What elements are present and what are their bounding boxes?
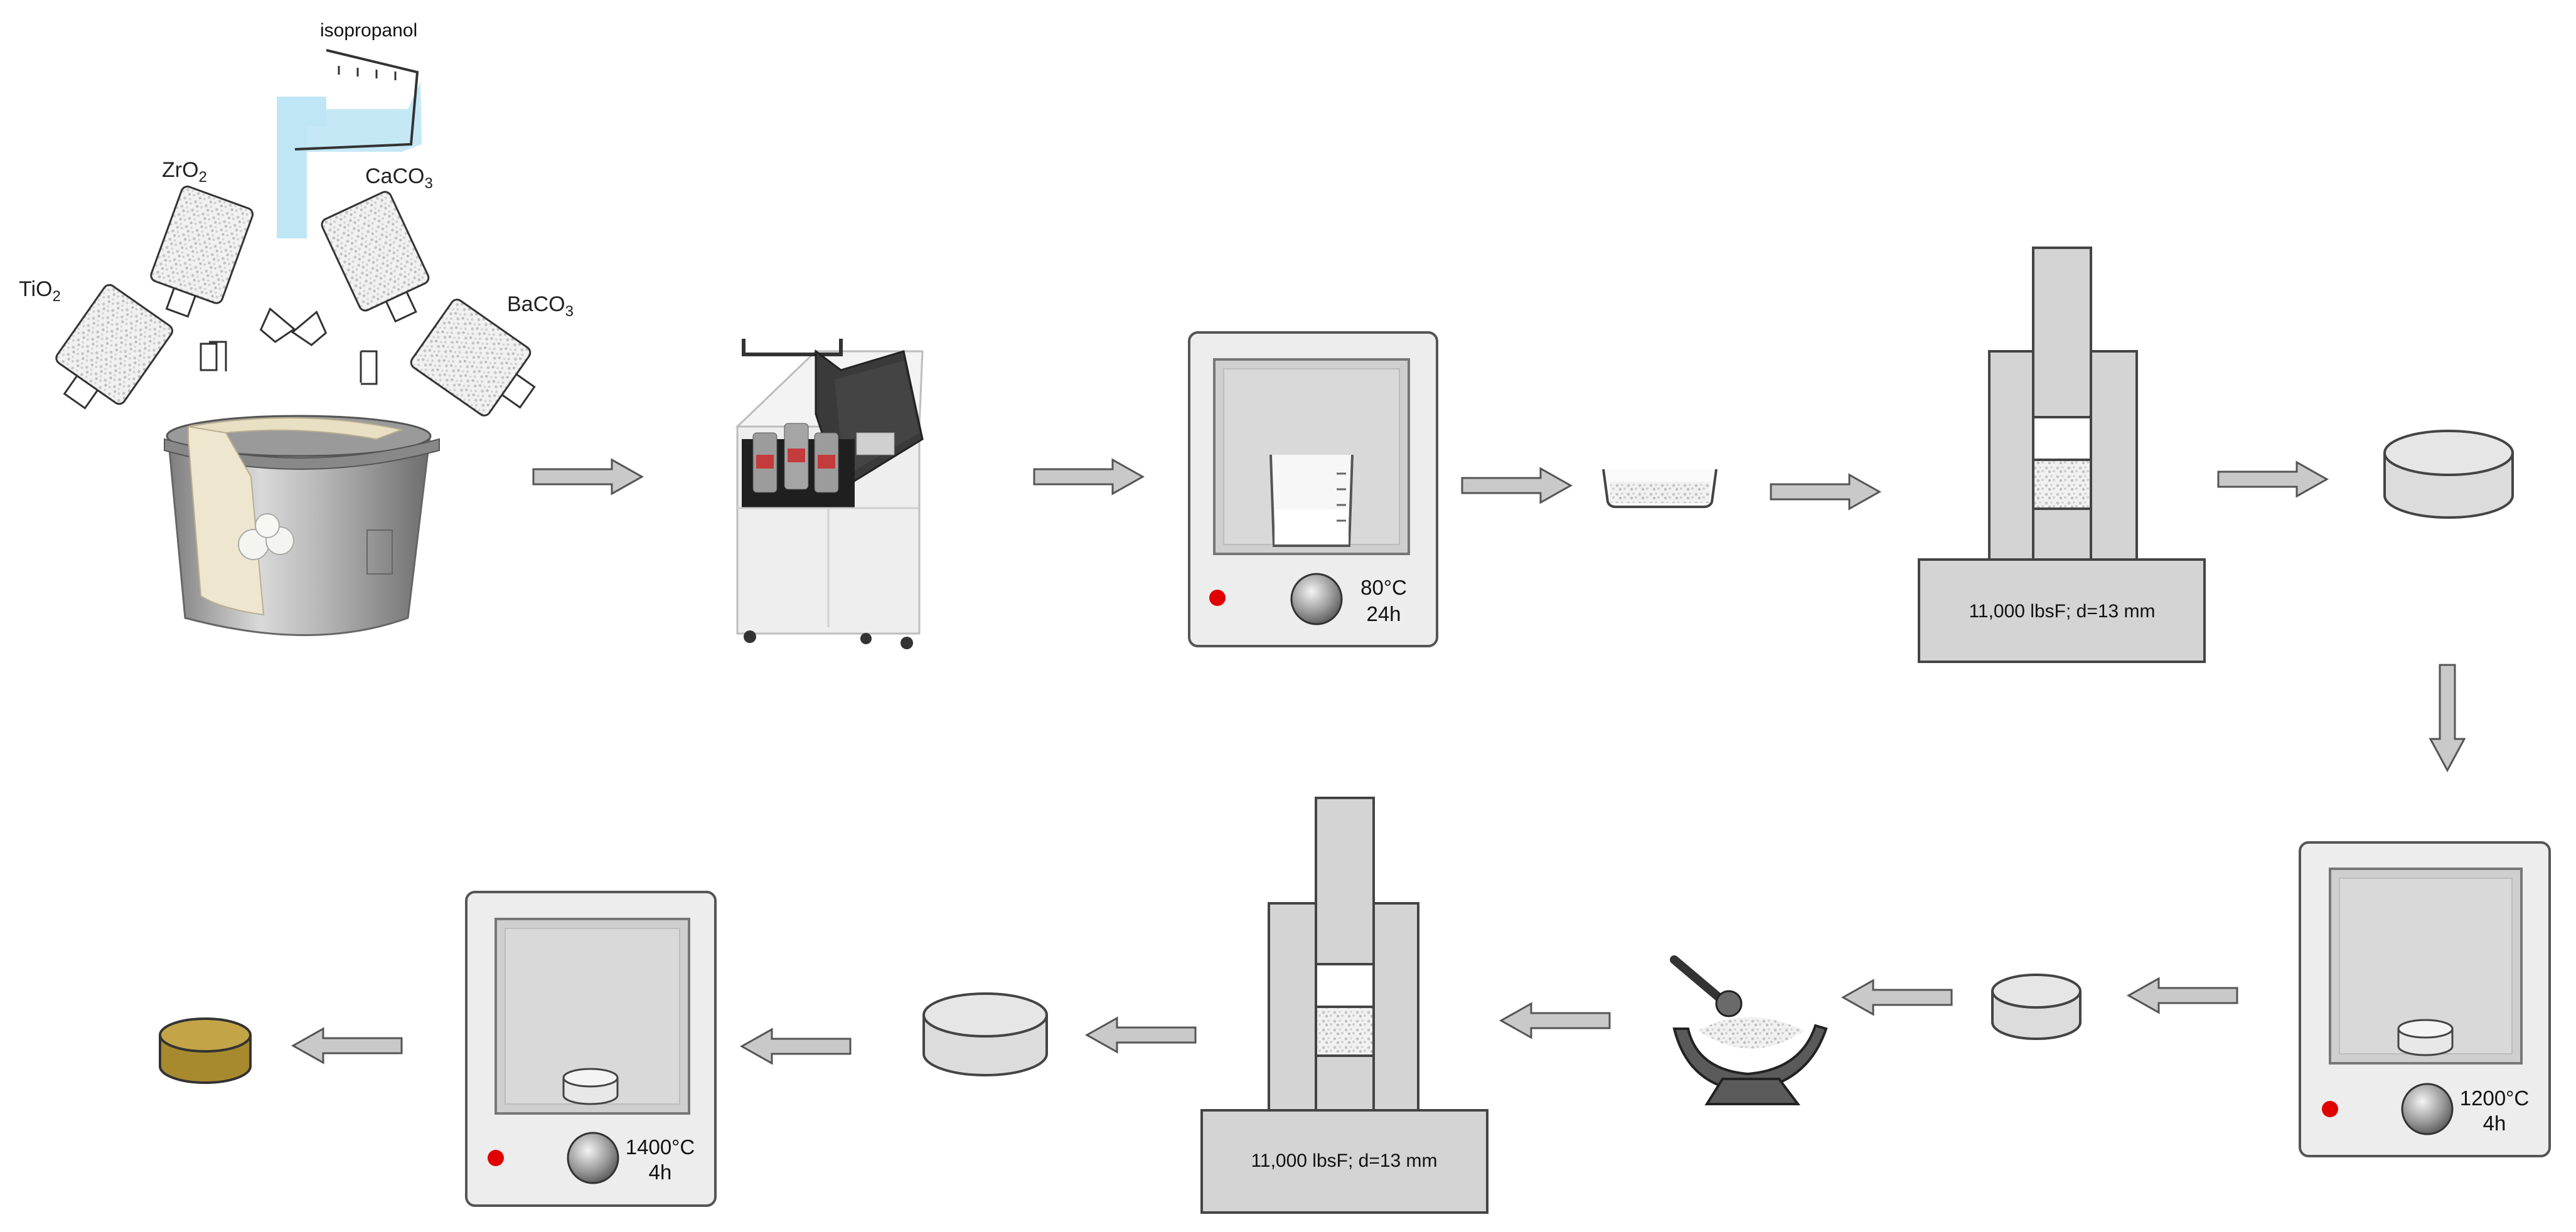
flow-arrow-icon — [1770, 473, 1882, 511]
calcination-oven-icon — [2299, 841, 2551, 1157]
flow-arrow-icon — [291, 1027, 403, 1065]
drying-oven-icon — [1188, 331, 1438, 647]
flow-arrow-icon — [739, 1028, 852, 1065]
dried-powder-dish-icon — [1602, 469, 1718, 508]
knob-icon — [567, 1132, 619, 1184]
baco3-label: BaCO3 — [507, 292, 574, 320]
milling-jar-icon — [164, 415, 440, 636]
zro2-bottle-icon — [150, 185, 296, 343]
caco3-label: CaCO3 — [365, 164, 433, 192]
power-indicator-icon — [488, 1150, 504, 1166]
tio2-label: TiO2 — [19, 277, 61, 305]
power-indicator-icon — [1209, 590, 1226, 606]
flow-arrow-icon — [532, 458, 644, 496]
sintering-time: 4h — [649, 1160, 672, 1184]
flow-arrow-icon — [1499, 1002, 1611, 1039]
sintering-oven-icon — [465, 891, 717, 1207]
caco3-bottle-icon — [291, 191, 430, 346]
hydraulic-press-icon — [1918, 247, 2206, 663]
flow-arrow-icon — [1841, 979, 1953, 1016]
flow-arrow-icon — [2126, 977, 2238, 1014]
drying-time: 24h — [1366, 602, 1401, 625]
flow-arrow-icon — [1084, 1016, 1197, 1054]
planetary-ball-mill-icon — [735, 339, 924, 649]
flow-arrow-icon — [1461, 467, 1573, 504]
baco3-bottle-icon — [360, 299, 536, 417]
press-1-label: 11,000 lbsF; d=13 mm — [1969, 601, 2155, 622]
calcination-temperature: 1200°C — [2460, 1086, 2529, 1110]
drying-temperature: 80°C — [1360, 576, 1407, 599]
flow-arrow-icon — [1033, 458, 1145, 496]
sintered-pellet-icon — [159, 1017, 252, 1084]
zro2-label: ZrO2 — [162, 158, 207, 186]
knob-icon — [1290, 573, 1343, 625]
knob-icon — [2401, 1083, 2454, 1135]
pellet-icon — [922, 992, 1048, 1076]
flow-arrow-icon — [2429, 664, 2466, 773]
precursor-mixing-stage: TiO2 ZrO2 isopropanol — [19, 20, 574, 636]
mortar-pestle-icon — [1670, 955, 1828, 1105]
isopropanol-cylinder-icon — [277, 49, 422, 238]
pellet-icon — [1991, 974, 2082, 1040]
tio2-bottle-icon — [55, 284, 227, 410]
pellet-icon — [562, 1068, 619, 1105]
flow-arrow-icon — [2217, 460, 2329, 498]
calcination-time: 4h — [2483, 1112, 2506, 1135]
power-indicator-icon — [2322, 1101, 2338, 1117]
press-2-label: 11,000 lbsF; d=13 mm — [1251, 1150, 1437, 1171]
hydraulic-press-icon — [1200, 797, 1488, 1214]
beaker-icon — [1269, 454, 1354, 547]
isopropanol-label: isopropanol — [320, 20, 417, 41]
pellet-icon — [2383, 430, 2514, 519]
sintering-temperature: 1400°C — [626, 1135, 695, 1159]
pellet-icon — [2397, 1019, 2454, 1056]
